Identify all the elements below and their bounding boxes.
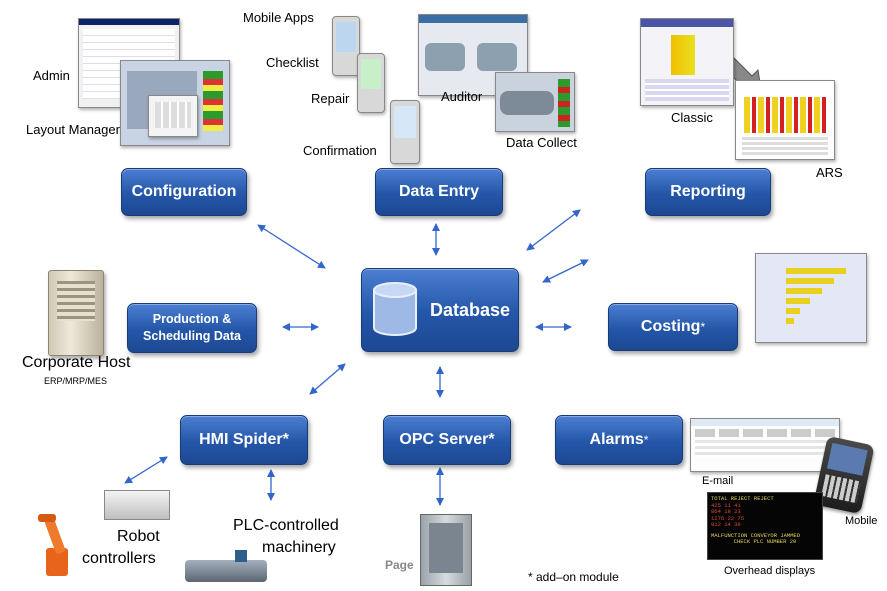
server-icon bbox=[48, 270, 104, 356]
overhead-row: 912 14 39 bbox=[711, 521, 741, 528]
arrow-costing-database bbox=[542, 259, 589, 283]
layout-keypad-screenshot bbox=[148, 95, 198, 137]
confirmation-label: Confirmation bbox=[303, 143, 377, 158]
costing-box[interactable]: Costing* bbox=[608, 303, 738, 351]
overhead-display: TOTAL REJECT REJECT 425 11 41 864 18 23 … bbox=[707, 492, 823, 560]
mobile-device-confirmation bbox=[390, 100, 420, 164]
repair-label: Repair bbox=[311, 91, 350, 106]
hmi-spider-label: HMI Spider* bbox=[199, 431, 289, 448]
overhead-alert: MALFUNCTION CONVEYOR JAMMED bbox=[711, 531, 801, 539]
mobile-label: Mobile bbox=[845, 515, 878, 527]
alarms-star: * bbox=[643, 433, 649, 447]
overhead-displays-label: Overhead displays bbox=[724, 565, 816, 577]
checklist-label: Checklist bbox=[266, 55, 319, 70]
classic-report-screenshot bbox=[640, 18, 734, 106]
arrow-hmi-database bbox=[309, 363, 346, 395]
hmi-spider-box[interactable]: HMI Spider* bbox=[180, 415, 308, 465]
configuration-box[interactable]: Configuration bbox=[121, 168, 247, 216]
admin-label: Admin bbox=[33, 68, 70, 83]
alarms-box[interactable]: Alarms* bbox=[555, 415, 683, 465]
production-label-line1: Production & bbox=[152, 312, 232, 326]
mobile-apps-label: Mobile Apps bbox=[243, 10, 314, 25]
opc-server-label: OPC Server* bbox=[399, 431, 495, 448]
database-box[interactable]: Database bbox=[361, 268, 519, 352]
opc-server-box[interactable]: OPC Server* bbox=[383, 415, 511, 465]
mobile-device-checklist bbox=[332, 16, 360, 76]
robot-controller-icon bbox=[104, 490, 170, 520]
ars-report-screenshot bbox=[735, 80, 835, 160]
page-label: Page bbox=[385, 558, 414, 572]
alarms-label: Alarms bbox=[589, 431, 644, 448]
costing-label: Costing bbox=[640, 318, 701, 335]
plc-machinery-label-line2: machinery bbox=[262, 539, 336, 556]
robot-controllers-label-line1: Robot bbox=[117, 528, 160, 545]
classic-label: Classic bbox=[671, 110, 713, 125]
overhead-header: TOTAL REJECT REJECT bbox=[711, 495, 774, 502]
arrow-hmi-robot bbox=[124, 456, 168, 484]
ars-label: ARS bbox=[816, 165, 843, 180]
addon-note: * add–on module bbox=[528, 570, 619, 584]
data-collect-label: Data Collect bbox=[506, 135, 577, 150]
auditor-label: Auditor bbox=[441, 89, 483, 104]
plc-machinery-label-line1: PLC-controlled bbox=[233, 517, 339, 534]
plc-machinery-icon bbox=[185, 550, 267, 582]
data-collect-screenshot bbox=[495, 72, 575, 132]
reporting-label: Reporting bbox=[670, 183, 746, 200]
robot-arm-icon bbox=[38, 508, 72, 576]
robot-controllers-label-line2: controllers bbox=[82, 550, 156, 567]
costing-star: * bbox=[700, 320, 706, 334]
overhead-row: 425 11 41 bbox=[711, 501, 741, 509]
email-screenshot bbox=[690, 418, 840, 472]
overhead-alert: CHECK PLC NUMBER 20 bbox=[733, 538, 797, 545]
production-scheduling-box[interactable]: Production & Scheduling Data bbox=[127, 303, 257, 353]
database-label: Database bbox=[430, 299, 511, 320]
mobile-device-repair bbox=[357, 53, 385, 113]
erp-label: ERP/MRP/MES bbox=[44, 376, 108, 386]
production-label-line2: Scheduling Data bbox=[143, 329, 241, 343]
corporate-host-label: Corporate Host bbox=[22, 354, 131, 371]
configuration-label: Configuration bbox=[131, 183, 237, 200]
page-cabinet-icon bbox=[420, 514, 472, 586]
overhead-row: 864 18 23 bbox=[711, 508, 741, 515]
data-entry-box[interactable]: Data Entry bbox=[375, 168, 503, 216]
layout-manager-label: Layout Manager bbox=[26, 122, 120, 137]
arrow-configuration-database bbox=[257, 224, 326, 269]
database-cylinder-icon bbox=[372, 282, 418, 338]
reporting-box[interactable]: Reporting bbox=[645, 168, 771, 216]
arrow-reporting-database bbox=[526, 209, 581, 251]
email-label: E-mail bbox=[702, 475, 734, 487]
overhead-row: 1276 22 75 bbox=[711, 514, 745, 522]
costing-chart-screenshot bbox=[755, 253, 867, 343]
data-entry-label: Data Entry bbox=[398, 183, 480, 200]
